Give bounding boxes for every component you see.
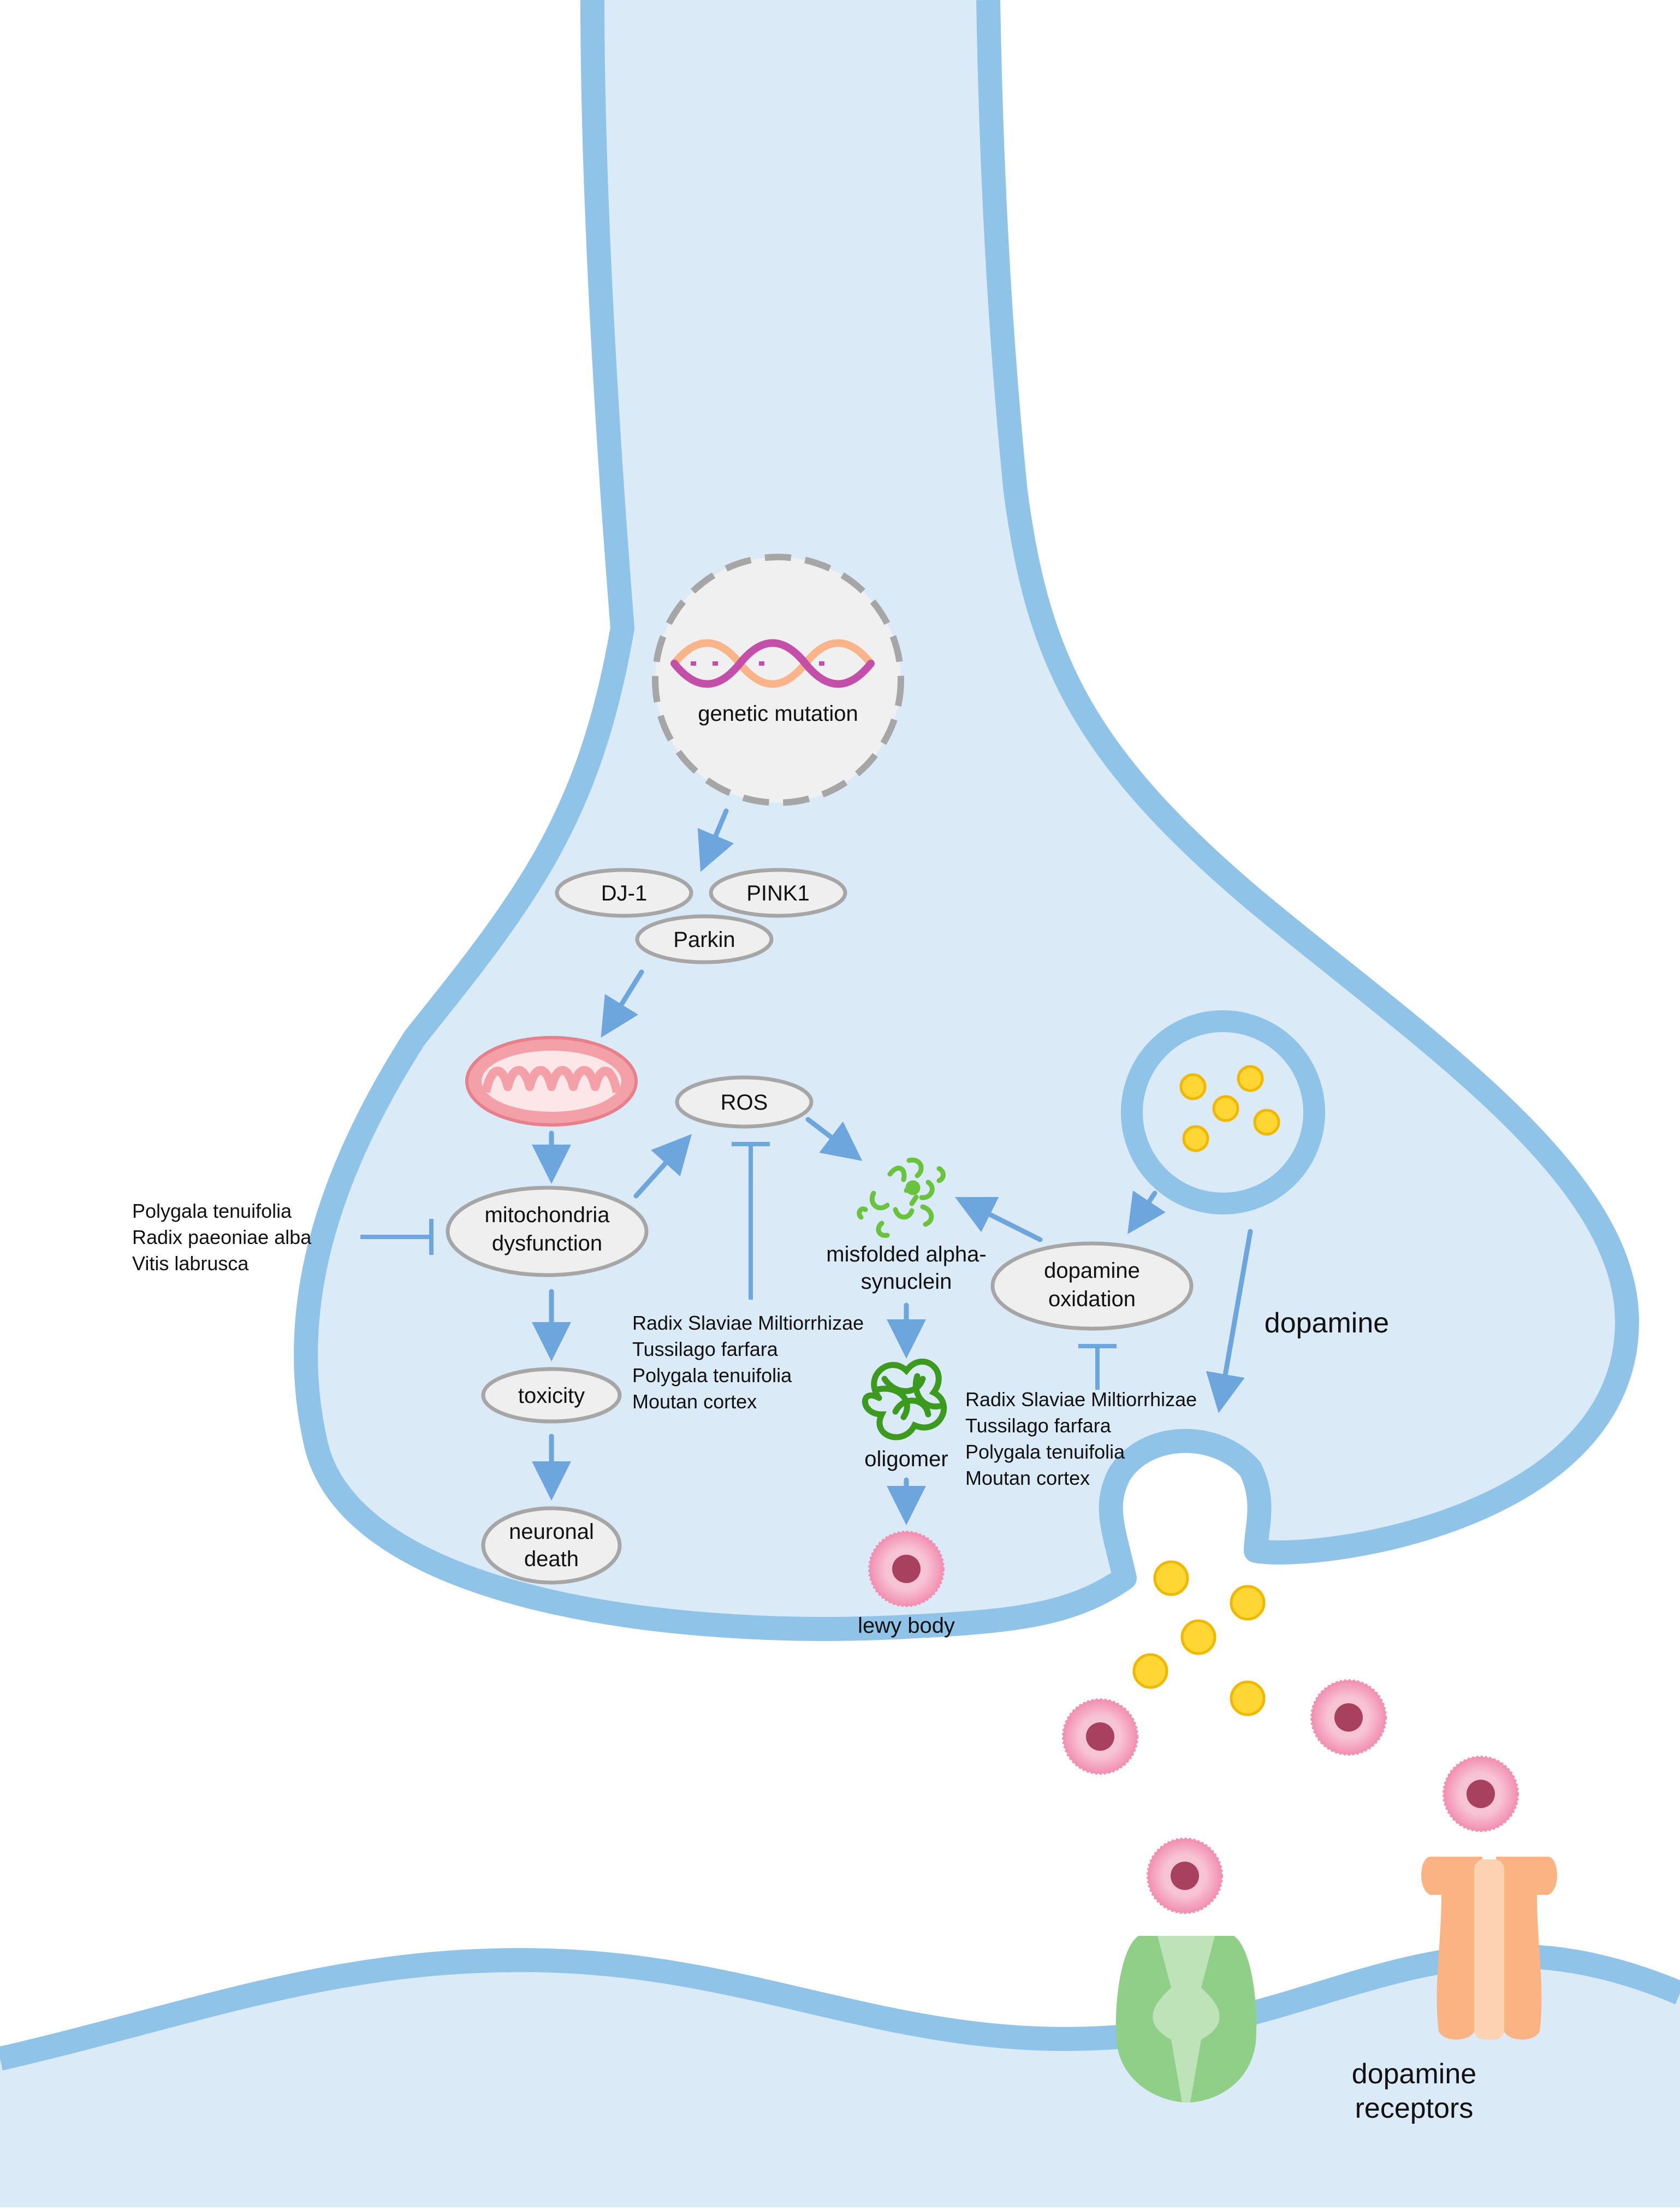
neuronal-death-label-1: neuronal xyxy=(509,1520,594,1544)
arrow-oxidation-to-misfolded xyxy=(954,1196,1043,1242)
pink1-label: PINK1 xyxy=(746,881,810,905)
herb-oxidation-3: Moutan cortex xyxy=(965,1467,1090,1489)
herbs-ros-list: Radix Slaviae Miltiorrhizae Tussilago fa… xyxy=(632,1312,864,1413)
genetic-mutation-label: genetic mutation xyxy=(698,702,858,726)
mitochondria-dysfunction-label-1: mitochondria xyxy=(484,1203,610,1227)
herbs-oxidation-list: Radix Slaviae Miltiorrhizae Tussilago fa… xyxy=(965,1388,1197,1489)
dj1-node: DJ-1 xyxy=(555,868,693,918)
postsynaptic-membrane xyxy=(0,1944,1680,2207)
released-dopamine xyxy=(1132,1560,1266,1716)
arrow-dopamine-release xyxy=(1206,1229,1253,1413)
toxicity-label: toxicity xyxy=(518,1384,585,1408)
extracellular-lewy-bodies xyxy=(1062,1679,1519,1914)
dopamine-oxidation-label-1: dopamine xyxy=(1044,1259,1140,1283)
dopamine-receptors-label-2: receptors xyxy=(1355,2093,1474,2124)
ros-label: ROS xyxy=(721,1091,768,1115)
herb-mito-1: Radix paeoniae alba xyxy=(132,1226,312,1248)
parkin-node: Parkin xyxy=(635,914,774,964)
pink1-node: PINK1 xyxy=(709,868,847,918)
herb-ros-3: Moutan cortex xyxy=(632,1390,757,1413)
arrow-ros-to-misfolded xyxy=(805,1117,863,1161)
herb-ros-1: Tussilago farfara xyxy=(632,1338,779,1360)
herb-ros-2: Polygala tenuifolia xyxy=(632,1364,792,1387)
oligomer-label: oligomer xyxy=(864,1447,948,1471)
lewy-body-icon xyxy=(1310,1679,1387,1756)
dna-icon xyxy=(670,639,875,688)
herb-oxidation-2: Polygala tenuifolia xyxy=(965,1441,1125,1463)
activation-arrows xyxy=(532,808,1253,1525)
arrow-dysfunction-to-ros xyxy=(633,1134,692,1199)
ros-node: ROS xyxy=(675,1075,814,1129)
inhibition-lines xyxy=(360,1142,1117,1390)
lewy-body-icon xyxy=(1147,1838,1223,1914)
mitochondrion-icon xyxy=(465,1036,638,1127)
herb-oxidation-1: Tussilago farfara xyxy=(965,1414,1112,1437)
lewy-body-icon xyxy=(868,1531,945,1607)
lewy-body-label: lewy body xyxy=(858,1614,955,1638)
misfolded-synuclein-label-2: synuclein xyxy=(861,1270,952,1294)
arrow-mutation-to-genes xyxy=(697,808,734,872)
arrow-vesicle-to-oxidation xyxy=(1127,1190,1166,1234)
dopamine-oxidation-node: dopamine oxidation xyxy=(990,1241,1194,1331)
oligomer-icon xyxy=(862,1358,947,1441)
mitochondria-dysfunction-node: mitochondria dysfunction xyxy=(446,1186,649,1277)
lewy-body-icon xyxy=(1062,1698,1138,1775)
lewy-body-icon xyxy=(1442,1756,1519,1832)
neuronal-death-label-2: death xyxy=(524,1547,579,1571)
herb-oxidation-0: Radix Slaviae Miltiorrhizae xyxy=(965,1388,1197,1411)
herb-mito-2: Vitis labrusca xyxy=(132,1252,249,1275)
neuronal-death-node: neuronal death xyxy=(481,1506,622,1585)
toxicity-node: toxicity xyxy=(481,1367,622,1424)
dj1-label: DJ-1 xyxy=(601,881,647,905)
parkin-label: Parkin xyxy=(673,928,735,952)
dopamine-oxidation-label-2: oxidation xyxy=(1048,1287,1136,1311)
dopamine-receptors-label-1: dopamine xyxy=(1352,2058,1476,2090)
dopamine-label: dopamine xyxy=(1265,1307,1389,1339)
herbs-mito-list: Polygala tenuifolia Radix paeoniae alba … xyxy=(132,1200,312,1275)
dopamine-receptor-green xyxy=(1115,1936,1257,2102)
arrow-parkin-to-mito xyxy=(601,969,644,1038)
genetic-mutation-node: genetic mutation xyxy=(652,554,904,806)
synaptic-vesicle-icon xyxy=(1121,1010,1325,1214)
herb-mito-0: Polygala tenuifolia xyxy=(132,1200,292,1222)
misfolded-synuclein-label-1: misfolded alpha- xyxy=(826,1242,987,1266)
mitochondria-dysfunction-label-2: dysfunction xyxy=(492,1231,602,1255)
dopamine-receptor-orange xyxy=(1421,1857,1557,2040)
herb-ros-0: Radix Slaviae Miltiorrhizae xyxy=(632,1312,864,1334)
misfolded-synuclein-icon xyxy=(857,1157,946,1238)
